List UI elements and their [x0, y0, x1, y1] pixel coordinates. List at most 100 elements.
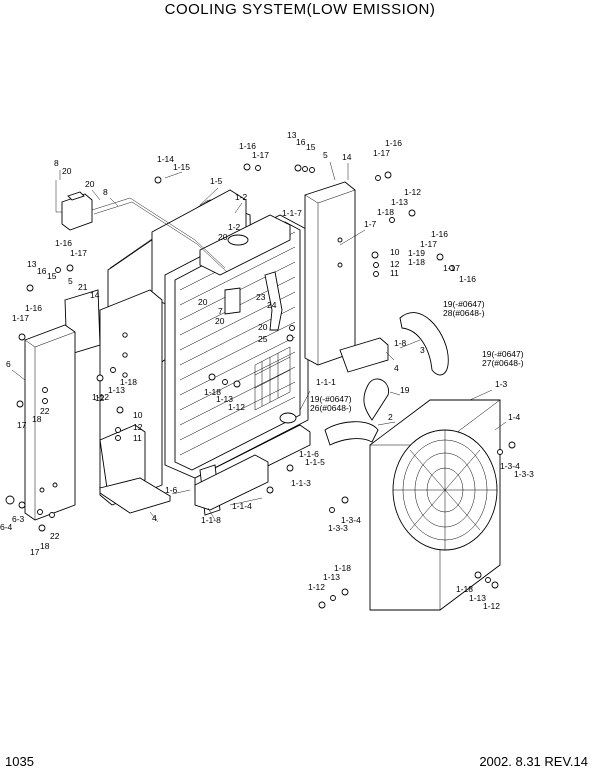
callout: 1-13 [323, 572, 340, 582]
callout: 11 [390, 268, 399, 278]
callout: 1-13 [108, 385, 125, 395]
callout: 1-12 [483, 601, 500, 611]
left-bracket [24, 324, 76, 521]
callout: 16 [37, 266, 47, 276]
callout: 1-3-4 [500, 461, 520, 471]
callout: 6 [6, 359, 11, 369]
callout: 20 [258, 322, 268, 332]
callout: 17 [30, 547, 40, 557]
callout: 1-2 [235, 192, 248, 202]
callout: 1-7 [364, 219, 377, 229]
callout: 22 [50, 531, 60, 541]
callout: 1-1-7 [282, 208, 302, 218]
callout: 20 [218, 232, 228, 242]
callout-labels: 8 20 20 8 1-14 1-15 1-5 1-2 1-16 1-17 13… [0, 130, 534, 611]
revision-date: 2002. 8.31 REV.14 [479, 754, 588, 769]
callout: 1-12 [308, 582, 325, 592]
callout: 12 [133, 422, 143, 432]
callout: 1-18 [204, 387, 221, 397]
callout: 18 [32, 414, 42, 424]
callout: 4 [152, 513, 157, 523]
callout: 1-16 [239, 141, 256, 151]
callout: 20 [62, 166, 72, 176]
callout: 13 [27, 259, 37, 269]
page-number: 1035 [5, 754, 34, 769]
callout: 1-13 [216, 394, 233, 404]
callout: 19 [400, 385, 410, 395]
callout: 10 [133, 410, 143, 420]
callout: 15 [306, 142, 316, 152]
page-title: COOLING SYSTEM(LOW EMISSION) [164, 1, 436, 18]
fan-shroud [369, 399, 501, 611]
callout: 1-16 [385, 138, 402, 148]
callout: 16 [296, 137, 306, 147]
callout: 1-18 [120, 377, 137, 387]
callout: 15 [47, 271, 57, 281]
callout: 6-3 [12, 514, 25, 524]
callout: 2 [388, 412, 393, 422]
callout: 27(#0648-) [482, 358, 524, 368]
callout: 4 [394, 363, 399, 373]
callout: 1-13 [391, 197, 408, 207]
callout: 3 [420, 345, 425, 355]
callout: 14 [342, 152, 352, 162]
callout: 24 [267, 300, 277, 310]
callout: 7 [218, 306, 223, 316]
callout: 1-17 [373, 148, 390, 158]
left-side-plate [64, 289, 163, 506]
callout: 1-18 [334, 563, 351, 573]
callout: 1-1-6 [299, 449, 319, 459]
callout: 1-2 [228, 222, 241, 232]
callout: 13 [287, 130, 297, 140]
callout: 1-12 [404, 187, 421, 197]
callout: 1-17 [12, 313, 29, 323]
leader-lines [11, 161, 507, 523]
callout: 1-17 [252, 150, 269, 160]
callout: 1-12 [228, 402, 245, 412]
callout: 1-17 [420, 239, 437, 249]
callout: 19(-#0647) [310, 394, 352, 404]
callout: 28(#0648-) [443, 308, 485, 318]
callout: 1-18 [456, 584, 473, 594]
callout: 5 [68, 276, 73, 286]
callout: 1-18 [377, 207, 394, 217]
callout: 10 [390, 247, 400, 257]
callout: 1-3-3 [514, 469, 534, 479]
callout: 18 [40, 541, 50, 551]
callout: 1-17 [443, 263, 460, 273]
fasteners [5, 163, 516, 609]
hoses [224, 271, 449, 446]
callout: 1-18 [408, 257, 425, 267]
callout: 1-12 [92, 392, 109, 402]
callout: 1-16 [459, 274, 476, 284]
callout: 5 [323, 150, 328, 160]
callout: 1-5 [210, 176, 223, 186]
callout: 1-8 [394, 338, 407, 348]
callout: 1-13 [469, 593, 486, 603]
callout: 22 [40, 406, 50, 416]
callout: 12 [390, 259, 400, 269]
right-side-plate [304, 181, 389, 373]
callout: 25 [258, 334, 268, 344]
callout: 1-3-3 [328, 523, 348, 533]
callout: 1-16 [431, 229, 448, 239]
callout: 1-1-4 [232, 501, 252, 511]
callout: 8 [103, 187, 108, 197]
callout: 1-4 [508, 412, 521, 422]
callout: 26(#0648-) [310, 403, 352, 413]
base-plate [98, 477, 172, 514]
callout: 1-14 [157, 154, 174, 164]
callout: 1-1-3 [291, 478, 311, 488]
callout: 17 [17, 420, 27, 430]
callout: 1-3 [495, 379, 508, 389]
callout: 12 [95, 393, 105, 403]
callout: 1-1-8 [201, 515, 221, 525]
callout: 11 [133, 433, 142, 443]
callout: 1-17 [70, 248, 87, 258]
callout: 1-15 [173, 162, 190, 172]
callout: 20 [198, 297, 208, 307]
callout: 1-19 [408, 248, 425, 258]
reserve-tank [55, 180, 228, 273]
callout: 19(-#0647) [443, 299, 485, 309]
callout: 20 [85, 179, 95, 189]
